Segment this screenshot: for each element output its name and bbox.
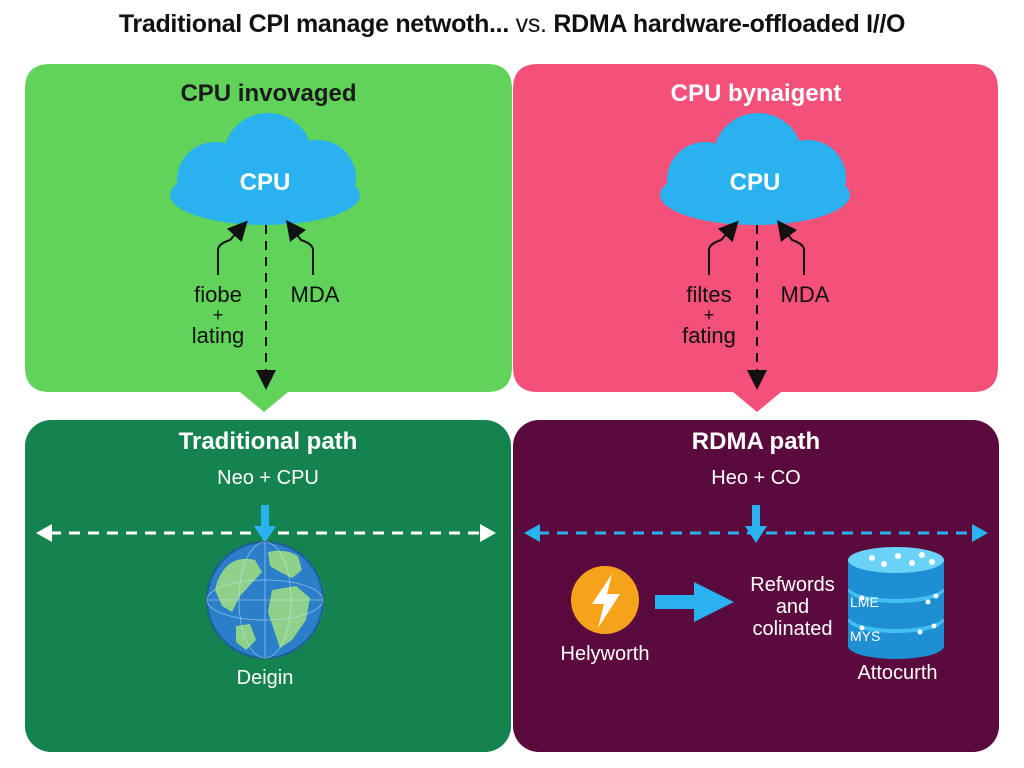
- right-bottom-subheading: Heo + CO: [711, 467, 801, 489]
- right-bottom-panel: [513, 420, 999, 752]
- left-top-label-2: +: [212, 305, 224, 325]
- left-top-arrows: [217, 220, 314, 390]
- cloud-icon-right: [660, 113, 850, 225]
- disk-label-2: MYS: [850, 628, 881, 644]
- storage-caption: Attocurth: [857, 662, 938, 684]
- middle-caption-line-1: Refwords: [750, 574, 835, 596]
- lightning-caption: Helyworth: [560, 643, 650, 665]
- page-title: Traditional CPI manage netwoth... vs. RD…: [118, 10, 906, 38]
- left-top-label-1: fiobe: [194, 282, 242, 307]
- middle-caption: Refwords and colinated: [735, 574, 850, 640]
- left-top-heading: CPU invovaged: [180, 80, 357, 107]
- left-top-label-3: lating: [191, 323, 245, 348]
- disk-label-1: LME: [850, 594, 879, 610]
- right-arrow-icon: [655, 582, 734, 622]
- left-bottom-heading: Traditional path: [178, 428, 358, 455]
- right-cloud-label: CPU: [729, 169, 781, 196]
- right-bottom-heading: RDMA path: [691, 428, 821, 455]
- right-top-label-2: +: [703, 305, 715, 325]
- globe-icon: [206, 541, 324, 659]
- left-cloud-label: CPU: [239, 169, 291, 196]
- left-top-right-label: MDA: [290, 282, 340, 307]
- storage-stack-icon: [848, 547, 944, 659]
- right-top-heading: CPU bynaigent: [670, 80, 842, 107]
- cloud-icon-left: [170, 113, 360, 225]
- middle-caption-line-3: colinated: [752, 618, 833, 640]
- right-top-arrows: [708, 220, 805, 390]
- middle-caption-line-2: and: [775, 596, 810, 618]
- lightning-icon: [571, 566, 639, 634]
- left-top-panel: [25, 64, 512, 412]
- right-down-arrow: [745, 505, 767, 543]
- right-top-panel: [513, 64, 998, 412]
- left-down-arrow: [254, 505, 276, 543]
- globe-caption: Deigin: [236, 667, 294, 689]
- right-top-label-3: fating: [682, 323, 736, 348]
- right-top-label-1: filtes: [686, 282, 732, 307]
- right-top-right-label: MDA: [780, 282, 830, 307]
- left-bottom-subheading: Neo + CPU: [217, 467, 319, 489]
